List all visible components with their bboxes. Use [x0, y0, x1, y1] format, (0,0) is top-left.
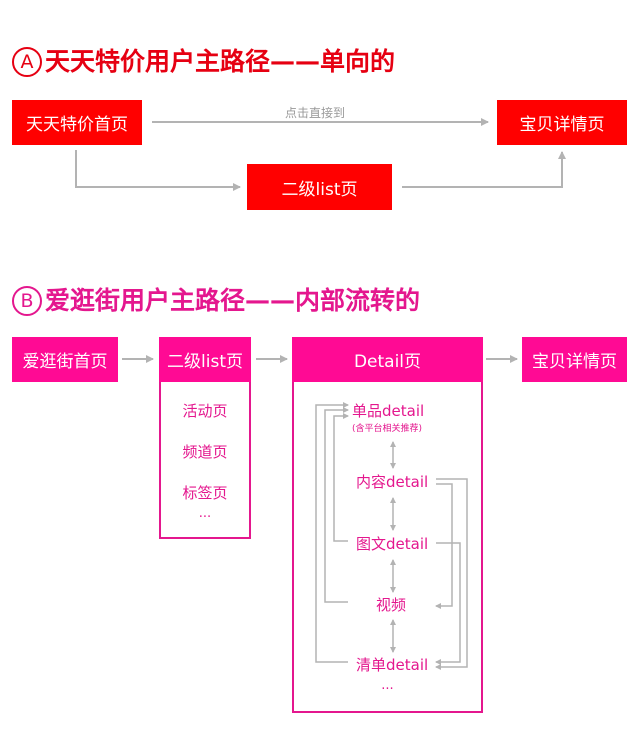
arrow-b-loop-video-danpin	[324, 407, 349, 603]
node-a-home[interactable]: 天天特价首页	[12, 100, 142, 145]
node-a-detail-label: 宝贝详情页	[519, 115, 605, 135]
node-b-detail[interactable]: Detail页	[292, 337, 483, 382]
node-b-home[interactable]: 爱逛街首页	[12, 337, 118, 382]
section-a-title-text: 天天特价用户主路径——单向的	[45, 47, 396, 76]
arrow-a-home-to-list	[75, 150, 241, 191]
arrow-b-loop-neirong-qingdan	[435, 478, 468, 670]
list-item-activity[interactable]: 活动页	[182, 402, 228, 420]
section-b-title-text: 爱逛街用户主路径——内部流转的	[45, 286, 421, 315]
list-item-more: ...	[198, 506, 212, 521]
node-a-home-label: 天天特价首页	[26, 115, 128, 135]
detail-item-product-note: (含平台相关推荐)	[352, 424, 423, 434]
node-b-product[interactable]: 宝贝详情页	[522, 337, 627, 382]
node-b-list-label: 二级list页	[167, 352, 243, 372]
detail-item-list[interactable]: 清单detail	[356, 656, 429, 674]
section-a-marker: A	[12, 47, 42, 77]
node-b-list[interactable]: 二级list页	[159, 337, 251, 382]
detail-item-video[interactable]: 视频	[376, 596, 407, 614]
arrow-b-loop-tuwen-qingdan	[435, 542, 461, 665]
node-b-detail-label: Detail页	[353, 352, 422, 372]
node-a-detail[interactable]: 宝贝详情页	[497, 100, 627, 145]
detail-item-product[interactable]: 单品detail	[352, 402, 425, 420]
node-b-home-label: 爱逛街首页	[22, 352, 108, 372]
arrow-a-list-to-detail	[402, 151, 566, 188]
detail-item-more: ...	[381, 678, 394, 693]
arrow-b-loop-qingdan-danpin	[315, 402, 349, 663]
detail-item-graphic[interactable]: 图文detail	[356, 535, 429, 553]
edge-label-direct: 点击直接到	[285, 106, 346, 120]
list-item-channel[interactable]: 频道页	[182, 443, 228, 461]
list-item-tag[interactable]: 标签页	[182, 484, 228, 502]
detail-item-content[interactable]: 内容detail	[356, 473, 429, 491]
section-b-marker: B	[12, 286, 42, 316]
arrow-b-loop-neirong-video	[435, 483, 453, 609]
node-a-list[interactable]: 二级list页	[247, 164, 392, 210]
arrow-b-loop-tuwen-danpin	[333, 413, 349, 542]
node-a-list-label: 二级list页	[281, 179, 358, 200]
node-b-product-label: 宝贝详情页	[532, 352, 617, 372]
